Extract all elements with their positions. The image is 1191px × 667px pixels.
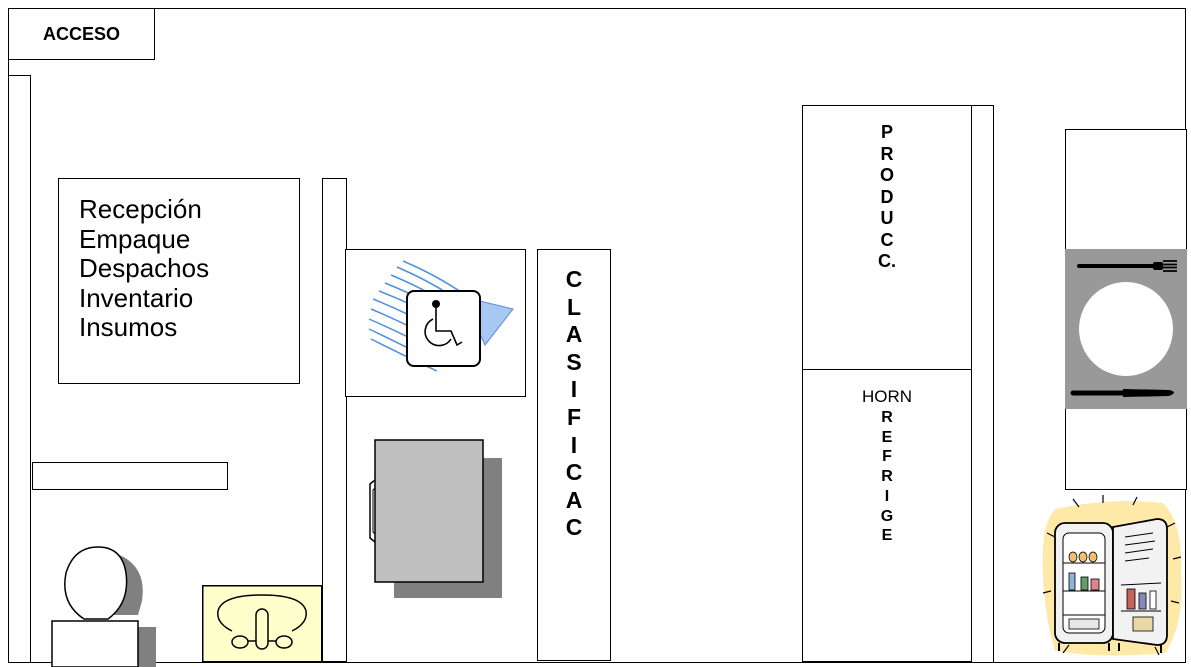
classification-letter: C [565,266,583,292]
classification-letter: C [565,459,583,486]
reception-line-2: Empaque [79,223,191,254]
refrig-letter: R [881,468,893,486]
reception-line-5: Insumos [79,312,178,342]
classification-letter: I [570,431,578,458]
production-letter: C [880,229,894,250]
shelf-bar [32,462,228,490]
production-letter: R [880,143,894,164]
sink-icon [202,585,323,663]
production-area: P R O D U C C. [802,105,972,373]
production-letter: O [879,165,894,185]
production-letter: P [880,122,893,142]
classification-letter: A [565,321,583,348]
classification-letter: I [570,376,578,403]
classification-letter: A [565,486,583,513]
production-letter: D [880,186,894,207]
refrig-letter: R [881,409,893,426]
reception-line-3: Despachos [79,253,210,283]
toilet-icon [51,546,156,667]
classification-letter: C [565,514,583,541]
wheelchair-icon [368,260,514,372]
wall-partition-reception [322,178,347,662]
plate-cutlery-icon [1065,249,1187,409]
entrance-label: ACCESO [8,8,155,60]
oven-refrigeration-area: HORN R E F R I G E [802,369,972,662]
wall-left [8,75,31,663]
refrig-letter: G [880,507,894,525]
horn-label: HORN [861,387,913,406]
refrig-letter: I [884,487,890,505]
refrig-letter: E [881,428,893,446]
reception-line-4: Inventario [79,282,194,313]
reception-line-1: Recepción [79,194,202,224]
classification-letter: F [566,403,582,430]
classification-letter: L [566,293,582,320]
classification-area: C L A S I F I C A C [537,249,611,661]
refrigerator-icon [1042,495,1182,656]
desk-icon [369,439,502,598]
production-letter: C. [878,251,896,271]
reception-area-box: Recepción Empaque Despachos Inventario I… [58,178,300,384]
production-letter: U [880,208,894,228]
refrig-letter: E [881,527,893,545]
wall-production-right [970,105,994,663]
refrig-letter: F [882,448,892,466]
classification-letter: S [566,348,582,375]
